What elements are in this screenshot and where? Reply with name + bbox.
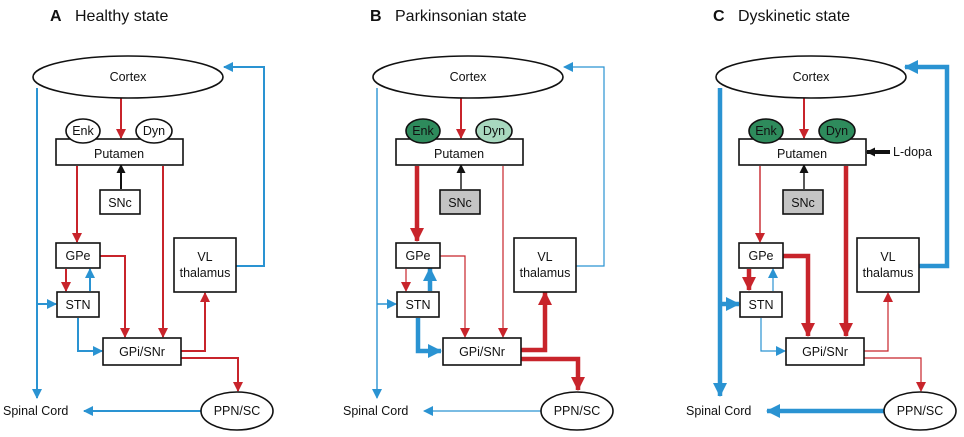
- arrow-gpe-gpi: [783, 253, 815, 337]
- stn-label: STN: [406, 298, 431, 312]
- vl-thalamus-node: [856, 237, 920, 293]
- gpi-snr-label: GPi/SNr: [119, 345, 165, 359]
- snc-node: [782, 189, 824, 215]
- connections: [713, 60, 950, 418]
- enk-label: Enk: [72, 124, 94, 138]
- gpi-snr-node: [785, 337, 865, 366]
- connections: [32, 62, 265, 416]
- stn-node: [396, 291, 440, 318]
- ppn-sc-node: [540, 391, 614, 431]
- arrow-gpi-vl: [521, 291, 552, 353]
- gpe-node: [738, 242, 784, 269]
- vl-label-line2: thalamus: [180, 266, 231, 280]
- cortex-node: [715, 55, 907, 99]
- arrow-gpi-ppn: [521, 356, 585, 391]
- vl-thalamus-node: [513, 237, 577, 293]
- ppn-sc-label: PPN/SC: [897, 404, 944, 418]
- stn-node: [739, 291, 783, 318]
- gpe-label: GPe: [405, 249, 430, 263]
- spinal-cord-label: Spinal Cord: [686, 404, 751, 418]
- gpe-label: GPe: [748, 249, 773, 263]
- snc-label: SNc: [108, 196, 132, 210]
- snc-label: SNc: [448, 196, 472, 210]
- snc-node: [439, 189, 481, 215]
- panel-b: B Parkinsonian state Cortex Putamen Enk …: [343, 8, 614, 431]
- arrow-stn-gpi: [760, 318, 786, 356]
- panel-title: Dyskinetic state: [738, 8, 850, 25]
- panel-c: C Dyskinetic state Cortex Putamen Enk Dy…: [686, 8, 957, 431]
- arrow-gpi-ppn: [181, 357, 243, 392]
- enk-node: [65, 118, 101, 144]
- arrow-stn-gpi: [415, 318, 442, 358]
- ppn-sc-label: PPN/SC: [214, 404, 261, 418]
- vl-label-line1: VL: [537, 250, 552, 264]
- putamen-label: Putamen: [434, 147, 484, 161]
- arrow-gpi-vl: [181, 292, 210, 352]
- arrow-gpi-ppn: [864, 357, 926, 392]
- dyn-node: [135, 118, 173, 144]
- putamen-node: [738, 138, 867, 166]
- arrow-vl-cortex: [904, 60, 950, 269]
- vl-label-line2: thalamus: [863, 266, 914, 280]
- dyn-label: Dyn: [483, 124, 505, 138]
- panel-title: Parkinsonian state: [395, 8, 527, 25]
- ppn-sc-label: PPN/SC: [554, 404, 601, 418]
- putamen-label: Putamen: [94, 147, 144, 161]
- arrow-gpi-vl: [864, 292, 893, 352]
- arrow-vl-cortex: [563, 62, 605, 267]
- gpi-snr-label: GPi/SNr: [459, 345, 505, 359]
- panel-a: A Healthy state: [3, 8, 274, 431]
- enk-label: Enk: [755, 124, 777, 138]
- vl-label-line1: VL: [880, 250, 895, 264]
- spinal-cord-label: Spinal Cord: [343, 404, 408, 418]
- enk-label: Enk: [412, 124, 434, 138]
- stn-label: STN: [66, 298, 91, 312]
- gpe-label: GPe: [65, 249, 90, 263]
- panel-letter: C: [713, 8, 725, 25]
- gpe-node: [395, 242, 441, 269]
- putamen-node: [395, 138, 524, 166]
- panel-letter: A: [50, 8, 62, 25]
- dyn-label: Dyn: [826, 124, 848, 138]
- arrow-stn-gpi: [77, 318, 103, 356]
- cortex-node: [32, 55, 224, 99]
- putamen-node: [55, 138, 184, 166]
- snc-label: SNc: [791, 196, 815, 210]
- arrow-vl-cortex: [223, 62, 265, 267]
- connections: [372, 62, 605, 416]
- vl-thalamus-node: [173, 237, 237, 293]
- ppn-sc-node: [200, 391, 274, 431]
- gpi-snr-node: [102, 337, 182, 366]
- cortex-label: Cortex: [110, 70, 148, 84]
- stn-node: [56, 291, 100, 318]
- cortex-node: [372, 55, 564, 99]
- cortex-label: Cortex: [793, 70, 831, 84]
- arrow-gpe-gpi: [440, 255, 470, 338]
- stn-label: STN: [749, 298, 774, 312]
- dyn-node: [475, 118, 513, 144]
- dyn-label: Dyn: [143, 124, 165, 138]
- vl-label-line2: thalamus: [520, 266, 571, 280]
- cortex-label: Cortex: [450, 70, 488, 84]
- putamen-label: Putamen: [777, 147, 827, 161]
- gpi-snr-label: GPi/SNr: [802, 345, 848, 359]
- dyn-node: [818, 118, 856, 144]
- arrow-gpe-gpi: [100, 255, 130, 338]
- vl-label-line1: VL: [197, 250, 212, 264]
- panel-title: Healthy state: [75, 8, 168, 25]
- snc-node: [99, 189, 141, 215]
- gpe-node: [55, 242, 101, 269]
- gpi-snr-node: [442, 337, 522, 366]
- spinal-cord-label: Spinal Cord: [3, 404, 68, 418]
- panel-letter: B: [370, 8, 382, 25]
- enk-node: [405, 118, 441, 144]
- enk-node: [748, 118, 784, 144]
- ppn-sc-node: [883, 391, 957, 431]
- ldopa-label: L-dopa: [893, 145, 932, 159]
